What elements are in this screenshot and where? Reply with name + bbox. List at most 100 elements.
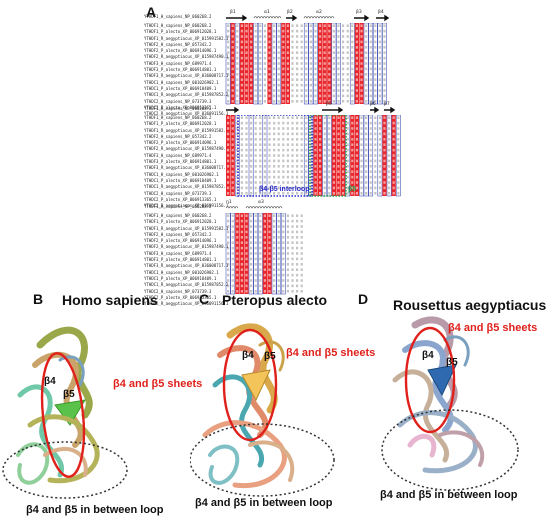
residue-mark xyxy=(245,225,248,228)
residue-mark xyxy=(286,214,289,217)
block2-header-name: YTHDF1_H_sapiens_NP_060268.2 xyxy=(144,106,212,111)
residue-mark xyxy=(231,257,234,261)
b5-box-label: β5 xyxy=(348,186,357,193)
residue-mark xyxy=(328,83,331,87)
residue-mark xyxy=(309,78,312,81)
residue-mark xyxy=(332,116,335,119)
residue-mark xyxy=(328,24,331,27)
residue-mark xyxy=(305,170,308,173)
residue-mark xyxy=(296,127,299,130)
residue-mark xyxy=(342,181,345,184)
residue-mark xyxy=(383,29,386,33)
residue-mark xyxy=(277,56,280,60)
residue-mark xyxy=(332,186,335,190)
residue-mark xyxy=(273,100,276,103)
strand-arrow xyxy=(370,106,380,114)
residue-mark xyxy=(342,192,345,195)
residue-mark xyxy=(268,143,271,146)
residue-mark xyxy=(291,83,294,87)
residue-mark xyxy=(360,138,363,141)
residue-mark xyxy=(227,236,230,239)
panel-c-letter: C xyxy=(199,291,210,307)
residue-mark xyxy=(365,127,368,130)
residue-mark xyxy=(286,192,289,195)
residue-mark xyxy=(300,154,303,157)
residue-mark xyxy=(268,35,271,38)
residue-mark xyxy=(296,100,299,103)
residue-mark xyxy=(388,132,391,136)
residue-mark xyxy=(254,62,257,65)
residue-mark xyxy=(383,46,386,49)
residue-mark xyxy=(342,154,345,157)
residue-mark xyxy=(374,143,377,146)
residue-mark xyxy=(236,46,239,49)
residue-mark xyxy=(378,29,381,33)
residue-mark xyxy=(388,192,391,195)
sequence-name: YTHDC2_P_alecto_XP_006913365.1 xyxy=(144,104,217,110)
residue-mark xyxy=(245,29,248,33)
residue-mark xyxy=(254,290,257,293)
residue-mark xyxy=(300,214,303,217)
residue-mark xyxy=(323,100,326,103)
sequence-name: YTHDF3_P_alecto_XP_006914801.1 xyxy=(144,159,217,165)
residue-mark xyxy=(240,263,243,266)
residue-mark xyxy=(296,192,299,195)
residue-mark xyxy=(323,165,326,168)
residue-mark xyxy=(240,127,243,130)
residue-mark xyxy=(305,67,308,71)
residue-mark xyxy=(259,138,262,141)
residue-mark xyxy=(305,132,308,136)
residue-mark xyxy=(245,78,248,81)
residue-mark xyxy=(337,40,340,44)
residue-mark xyxy=(314,121,317,125)
residue-mark xyxy=(286,62,289,65)
residue-mark xyxy=(286,56,289,60)
residue-mark xyxy=(250,154,253,157)
residue-mark xyxy=(240,132,243,136)
residue-mark xyxy=(236,56,239,60)
residue-mark xyxy=(236,67,239,71)
residue-mark xyxy=(296,143,299,146)
residue-mark xyxy=(296,225,299,228)
residue-mark xyxy=(286,230,289,234)
residue-mark xyxy=(332,67,335,71)
residue-mark xyxy=(268,159,271,163)
alignment-block-2: YTHDF1_H_sapiens_NP_060268.2 YTHDF1_H_sa… xyxy=(144,100,404,208)
residue-mark xyxy=(268,24,271,27)
residue-mark xyxy=(282,181,285,184)
residue-mark xyxy=(250,181,253,184)
sequence-name: YTHDC2_H_sapiens_NP_073739.3 xyxy=(144,190,212,196)
residue-mark xyxy=(250,290,253,293)
residue-mark xyxy=(342,94,345,98)
residue-mark xyxy=(286,268,289,271)
residue-mark xyxy=(332,46,335,49)
residue-mark xyxy=(378,83,381,87)
residue-mark xyxy=(259,241,262,244)
residue-mark xyxy=(351,100,354,103)
residue-mark xyxy=(240,148,243,152)
residue-mark xyxy=(259,246,262,250)
residue-mark xyxy=(236,230,239,234)
residue-mark xyxy=(254,186,257,190)
residue-mark xyxy=(268,192,271,195)
residue-mark xyxy=(245,154,248,157)
residue-mark xyxy=(355,132,358,136)
residue-mark xyxy=(300,284,303,288)
residue-mark xyxy=(259,225,262,228)
residue-mark xyxy=(291,273,294,277)
residue-mark xyxy=(231,24,234,27)
residue-mark xyxy=(337,175,340,179)
residue-mark xyxy=(374,175,377,179)
residue-mark xyxy=(227,246,230,250)
residue-mark xyxy=(296,132,299,136)
residue-mark xyxy=(231,246,234,250)
similar-column xyxy=(253,23,259,105)
residue-mark xyxy=(355,165,358,168)
residue-mark xyxy=(365,51,368,54)
residue-mark xyxy=(259,159,262,163)
residue-mark xyxy=(323,148,326,152)
residue-mark xyxy=(355,78,358,81)
residue-mark xyxy=(296,230,299,234)
residue-mark xyxy=(268,186,271,190)
residue-mark xyxy=(342,83,345,87)
